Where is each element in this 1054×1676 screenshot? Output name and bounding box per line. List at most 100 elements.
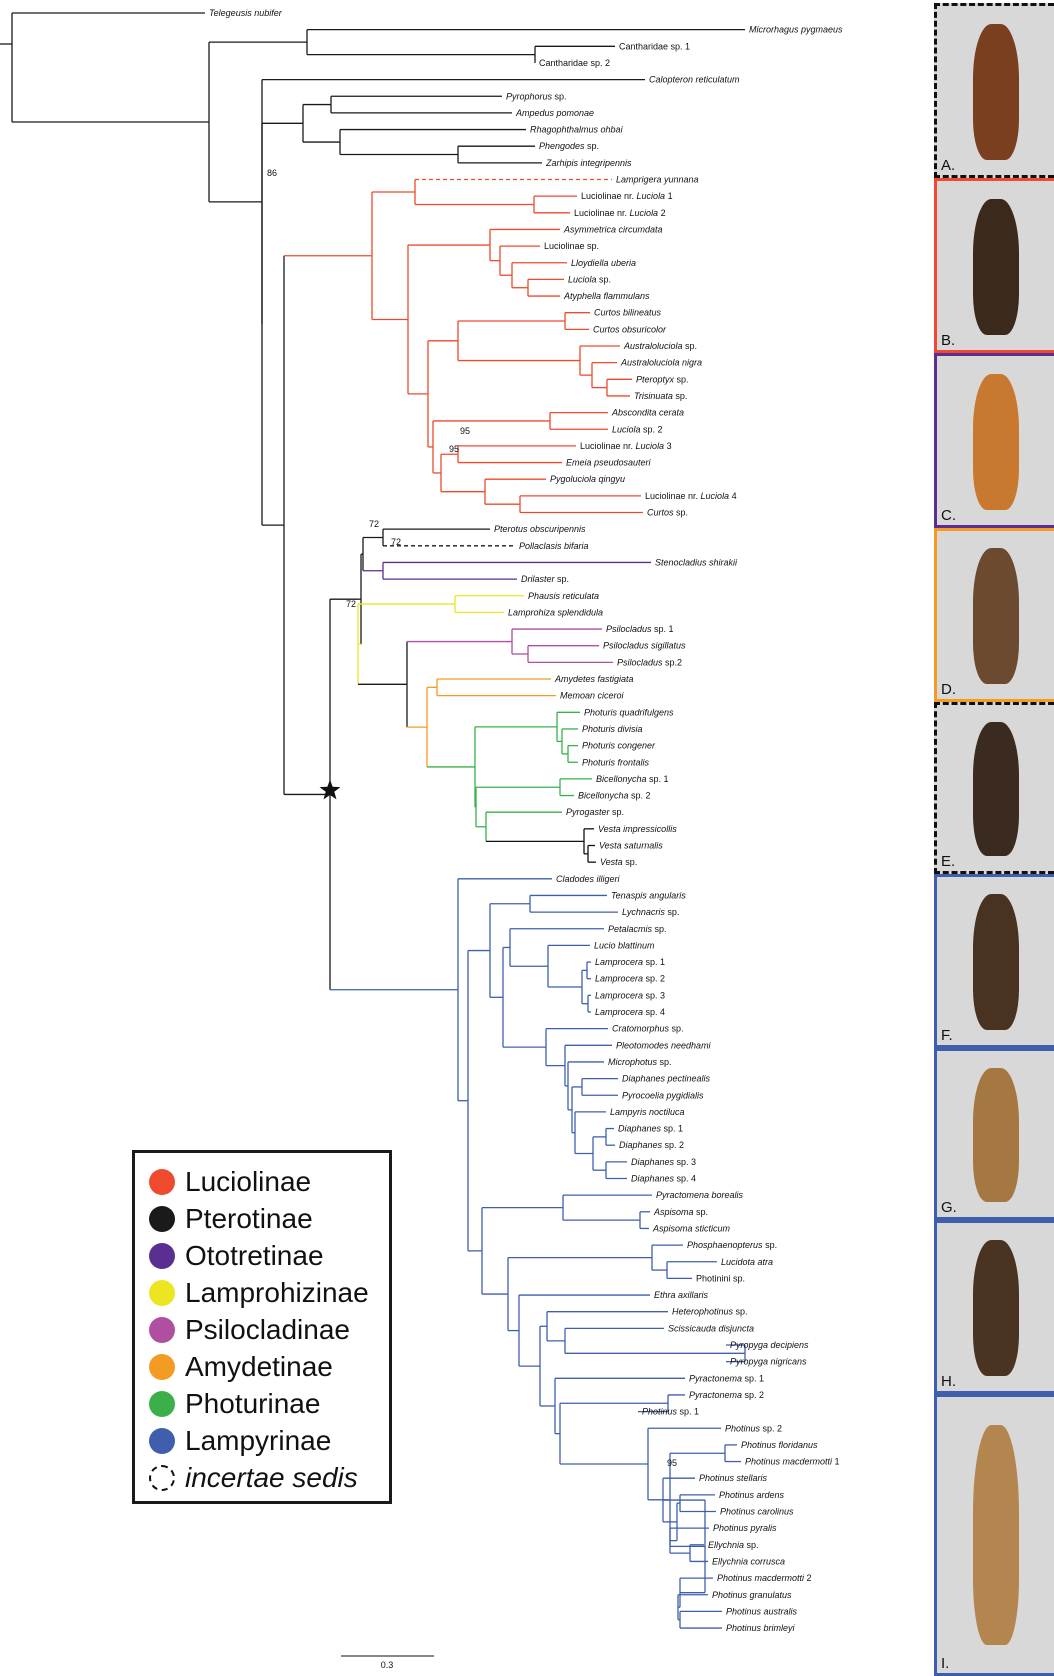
tip-label: Luciolinae sp. — [544, 241, 599, 251]
beetle-specimen-icon — [973, 24, 1019, 161]
tip-label: Calopteron reticulatum — [649, 75, 740, 85]
photo-label: D. — [941, 681, 956, 698]
tip-label: Lychnacris sp. — [622, 907, 679, 917]
tip-label: Asymmetrica circumdata — [563, 224, 663, 234]
tip-label: Psilocladus sp.2 — [617, 657, 682, 667]
legend-label: Luciolinae — [185, 1166, 311, 1198]
tip-label: Photuris quadrifulgens — [584, 707, 674, 717]
tip-label: Curtos bilineatus — [594, 308, 662, 318]
beetle-specimen-icon — [973, 1068, 1019, 1202]
tip-label: Ethra axillaris — [654, 1290, 709, 1300]
support-value: 95 — [667, 1458, 677, 1468]
tip-label: Bicellonycha sp. 2 — [578, 791, 651, 801]
tip-label: Lamprocera sp. 2 — [595, 974, 665, 984]
specimen-photo: G. — [934, 1048, 1054, 1220]
tip-label: Trisinuata sp. — [634, 391, 687, 401]
tip-label: Ellychnia sp. — [708, 1540, 759, 1550]
legend-entry: incertae sedis — [149, 1459, 389, 1496]
tip-label: Vesta impressicollis — [598, 824, 677, 834]
tip-label: Abscondita cerata — [611, 408, 684, 418]
photo-label: H. — [941, 1373, 956, 1390]
specimen-photo: H. — [934, 1220, 1054, 1394]
tip-label: Curtos sp. — [647, 508, 688, 518]
photo-label: A. — [941, 157, 955, 174]
photo-label: F. — [941, 1027, 953, 1044]
tip-label: Phausis reticulata — [528, 591, 599, 601]
specimen-photo: E. — [934, 702, 1054, 874]
tip-label: Amydetes fastigiata — [554, 674, 634, 684]
legend-swatch-icon — [149, 1243, 175, 1269]
tip-label: Pyrophorus sp. — [506, 91, 567, 101]
tip-label: Aspisoma sticticum — [652, 1223, 731, 1233]
specimen-photo: F. — [934, 874, 1054, 1048]
tip-label: Psilocladus sigillatus — [603, 641, 686, 651]
tip-label: Pyractomena borealis — [656, 1190, 744, 1200]
support-value: 95 — [460, 426, 470, 436]
legend-label: Lamprohizinae — [185, 1277, 369, 1309]
legend-label: Photurinae — [185, 1388, 320, 1420]
tip-label: Lamprocera sp. 4 — [595, 1007, 665, 1017]
support-value: 95 — [449, 444, 459, 454]
tip-label: Cantharidae sp. 2 — [539, 58, 610, 68]
legend-swatch-icon — [149, 1169, 175, 1195]
tip-label: Pyrogaster sp. — [566, 807, 624, 817]
tip-label: Microrhagus pygmaeus — [749, 25, 843, 35]
tip-label: Luciolinae nr. Luciola 1 — [581, 191, 673, 201]
tip-label: Lamprocera sp. 1 — [595, 957, 665, 967]
legend-swatch-icon — [149, 1206, 175, 1232]
tip-label: Scissicauda disjuncta — [668, 1323, 754, 1333]
legend-entry: Psilocladinae — [149, 1311, 389, 1348]
tip-label: Pygoluciola qingyu — [550, 474, 625, 484]
legend-label: Lampyrinae — [185, 1425, 331, 1457]
tip-label: Photinus stellaris — [699, 1473, 768, 1483]
tip-label: Pyropyga decipiens — [730, 1340, 809, 1350]
tip-label: Phengodes sp. — [539, 141, 599, 151]
tip-label: Diaphanes pectinealis — [622, 1074, 711, 1084]
tip-label: Cantharidae sp. 1 — [619, 41, 690, 51]
tip-label: Photuris frontalis — [582, 757, 650, 767]
tip-label: Lamprocera sp. 3 — [595, 990, 665, 1000]
tip-label: Lucio blattinum — [594, 940, 655, 950]
legend-entry: Luciolinae — [149, 1163, 389, 1200]
scale-bar: 0.3 — [341, 1656, 434, 1670]
tip-label: Pleotomodes needhami — [616, 1040, 712, 1050]
specimen-photo: B. — [934, 178, 1054, 353]
tip-label: Microphotus sp. — [608, 1057, 672, 1067]
tip-label: Photinus macdermotti 2 — [717, 1573, 812, 1583]
specimen-photo: A. — [934, 3, 1054, 178]
legend-swatch-icon — [149, 1280, 175, 1306]
tip-label: Ampedus pomonae — [515, 108, 594, 118]
legend-label: Ototretinae — [185, 1240, 324, 1272]
legend-label: incertae sedis — [185, 1462, 358, 1494]
tip-label: Australoluciola sp. — [623, 341, 697, 351]
legend-entry: Pterotinae — [149, 1200, 389, 1237]
tip-label: Zarhipis integripennis — [545, 158, 632, 168]
tip-label: Photinus sp. 2 — [725, 1423, 782, 1433]
tip-label: Ellychnia corrusca — [712, 1556, 785, 1566]
tip-label: Vesta saturnalis — [599, 841, 663, 851]
legend-entry: Amydetinae — [149, 1348, 389, 1385]
legend-swatch-icon — [149, 1465, 175, 1491]
tip-label: Pterotus obscuripennis — [494, 524, 586, 534]
legend-label: Amydetinae — [185, 1351, 333, 1383]
tip-label: Petalacmis sp. — [608, 924, 667, 934]
tip-label: Diaphanes sp. 3 — [631, 1157, 696, 1167]
photo-label: E. — [941, 853, 955, 870]
tip-label: Lampyris noctiluca — [610, 1107, 685, 1117]
tip-label: Lloydiella uberia — [571, 258, 636, 268]
tip-label: Curtos obsuricolor — [593, 324, 667, 334]
tip-label: Pyractonema sp. 2 — [689, 1390, 764, 1400]
tip-label: Photinus sp. 1 — [642, 1407, 699, 1417]
beetle-specimen-icon — [973, 894, 1019, 1030]
tip-label: Diaphanes sp. 4 — [631, 1174, 696, 1184]
legend-swatch-icon — [149, 1317, 175, 1343]
tip-label: Memoan ciceroi — [560, 691, 625, 701]
photo-label: B. — [941, 332, 955, 349]
legend-entry: Photurinae — [149, 1385, 389, 1422]
tip-label: Pyrocoelia pygidialis — [622, 1090, 704, 1100]
support-value: 72 — [369, 519, 379, 529]
legend-swatch-icon — [149, 1428, 175, 1454]
tip-label: Luciolinae nr. Luciola 3 — [580, 441, 672, 451]
tip-label: Photinus carolinus — [720, 1507, 794, 1517]
